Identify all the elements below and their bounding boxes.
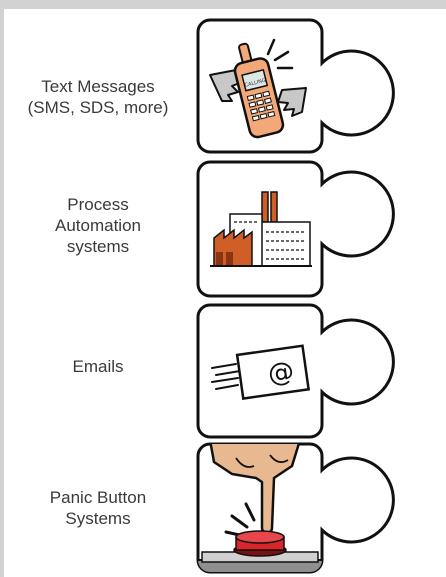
puzzle-piece-text-messages: CALLING (196, 18, 395, 154)
puzzle-piece-emails: @ (196, 303, 395, 439)
panic-button-hand-icon (198, 444, 322, 572)
svg-text:@: @ (266, 356, 296, 389)
label-line: Emails (72, 357, 124, 376)
puzzle-piece-panic-button (196, 442, 395, 574)
label-line: Process (67, 195, 129, 214)
factory-icon (210, 191, 312, 267)
email-envelope-icon: @ (211, 344, 311, 400)
label-line: (SMS, SDS, more) (27, 98, 169, 117)
label-line: systems (66, 237, 130, 256)
label-line: Text Messages (41, 77, 155, 96)
label-line: Systems (65, 509, 131, 528)
label-panic-button: Panic Button Systems (4, 487, 192, 529)
label-line: Automation (55, 216, 141, 235)
winged-mobile-phone-icon: CALLING (209, 38, 307, 139)
label-process-automation: Process Automation systems (4, 194, 192, 257)
label-emails: Emails (4, 356, 192, 377)
svg-text:CALLING: CALLING (244, 78, 267, 89)
label-text-messages: Text Messages (SMS, SDS, more) (4, 76, 192, 118)
label-line: Panic Button (49, 488, 147, 507)
puzzle-piece-process-automation (196, 160, 395, 298)
